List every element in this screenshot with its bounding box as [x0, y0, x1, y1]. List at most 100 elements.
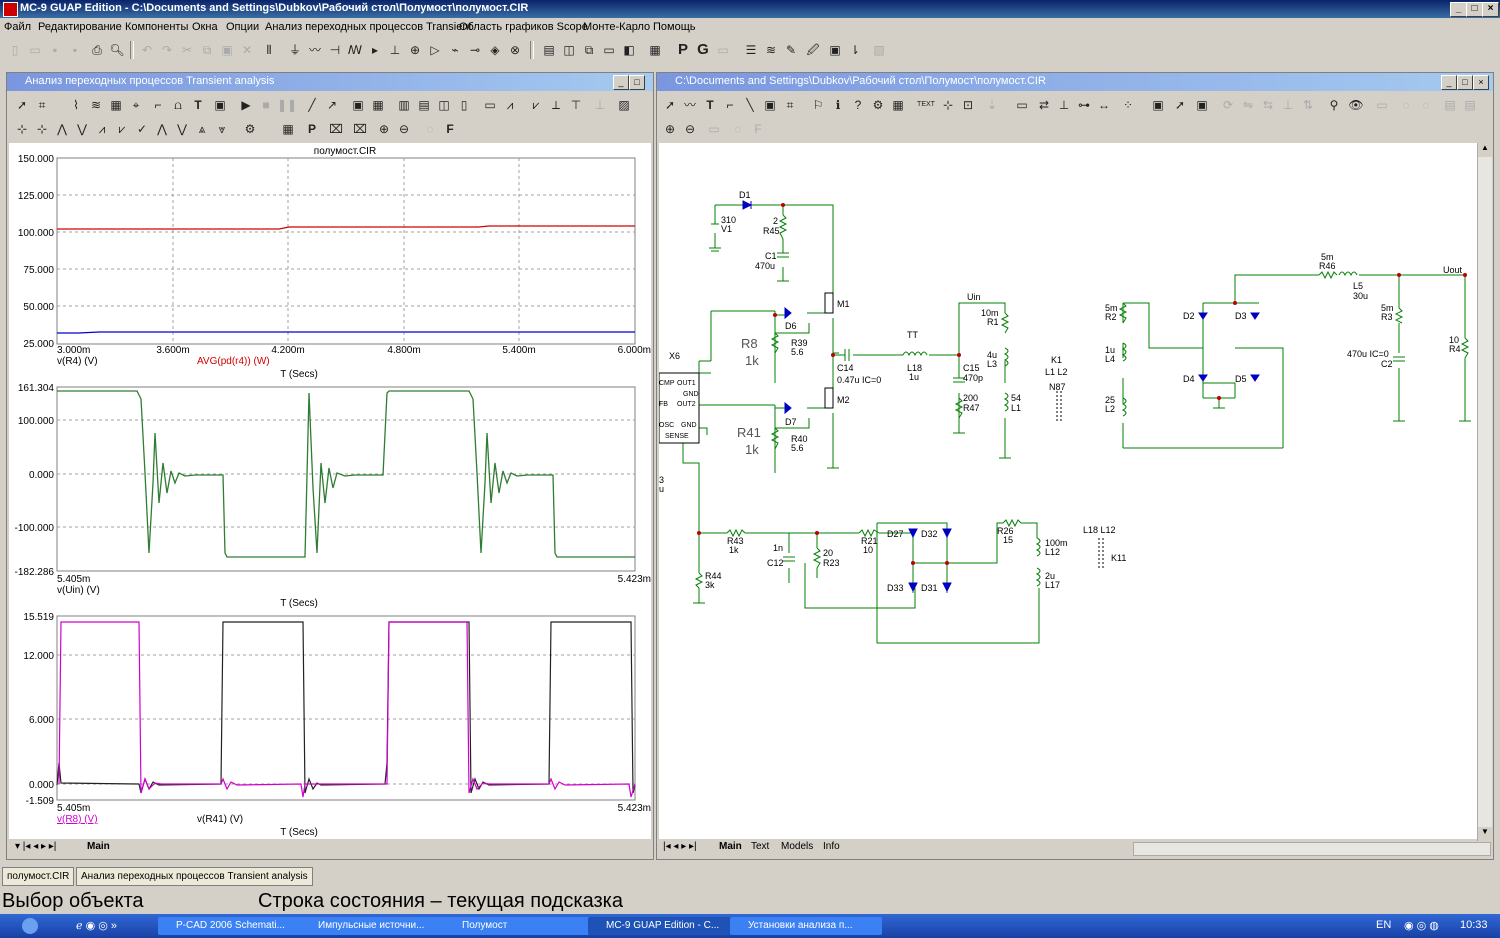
schematic-canvas[interactable]: D1 310 V1 2 R45 C1 470u M1 M2 D6 D7 R8 1…: [659, 143, 1477, 839]
window2-icon[interactable]: ◧: [623, 43, 635, 57]
tab-main[interactable]: Main: [87, 841, 110, 852]
wave-icon[interactable]: ≋: [90, 98, 102, 112]
zoom-out-icon[interactable]: ⊖: [398, 122, 410, 136]
tray-icons[interactable]: ◉ ◎ ◍: [1404, 920, 1439, 932]
menu-windows[interactable]: Окна: [192, 21, 218, 33]
gear-icon[interactable]: ⚙: [244, 122, 256, 136]
shape-icon[interactable]: ⌗: [786, 98, 794, 112]
disabled-icon[interactable]: ▨: [873, 43, 885, 57]
schematic-tab-info[interactable]: Info: [823, 841, 840, 852]
menu-file[interactable]: Файл: [4, 21, 32, 33]
text-box-icon[interactable]: TEXT: [917, 101, 935, 108]
g-icon[interactable]: G: [697, 41, 709, 58]
ammeter-icon[interactable]: ⊗: [509, 43, 521, 57]
scroll-down-icon[interactable]: ▼: [1478, 827, 1492, 841]
text-tool-icon[interactable]: T: [194, 98, 202, 112]
image-icon[interactable]: ▣: [829, 43, 841, 57]
select-icon[interactable]: ➚: [16, 98, 28, 112]
transistor-icon[interactable]: ⊸: [469, 43, 481, 57]
schematic-horizontal-scrollbar[interactable]: [1133, 842, 1491, 856]
p-tag-icon[interactable]: P: [307, 122, 316, 136]
vertical-text-icon[interactable]: ⇂: [849, 43, 861, 57]
text-icon[interactable]: ☰: [745, 43, 757, 57]
diagonal-wire-icon[interactable]: ╲: [746, 98, 754, 112]
pause-icon[interactable]: ❚❚: [277, 98, 298, 112]
global-high-icon[interactable]: ⋀: [157, 122, 167, 136]
switch-icon[interactable]: ⌁: [451, 43, 459, 57]
task-impulse[interactable]: Импульсные источни...: [300, 917, 452, 935]
camera-icon[interactable]: ▣: [1196, 98, 1208, 112]
table-icon[interactable]: ▦: [372, 98, 384, 112]
inductor-icon[interactable]: ꟿ: [347, 43, 363, 57]
resistor-icon[interactable]: 〰: [308, 43, 321, 57]
tab-nav-arrows[interactable]: ▾ |◂ ◂ ▸ ▸|: [15, 841, 57, 852]
globe-icon[interactable]: ◌: [1402, 98, 1410, 112]
globe2-icon[interactable]: ◌: [1422, 98, 1430, 112]
maximize-button[interactable]: □: [1466, 2, 1483, 17]
diode-icon[interactable]: ▸: [371, 43, 379, 57]
task-pcad[interactable]: P-CAD 2006 Schemati...: [158, 917, 306, 935]
frame-icon[interactable]: ▣: [1152, 98, 1164, 112]
new-icon[interactable]: ▯: [11, 43, 19, 57]
on-icon[interactable]: ⊶: [1078, 98, 1090, 112]
swap-icon[interactable]: ⇄: [1038, 98, 1050, 112]
cascade-icon[interactable]: ⧉: [584, 43, 594, 57]
menu-transient[interactable]: Анализ переходных процессов Transient: [265, 21, 472, 33]
component-icon[interactable]: 〰: [683, 98, 696, 112]
cursor-right-icon[interactable]: ⊹: [36, 122, 48, 136]
info-icon[interactable]: ℹ: [835, 98, 841, 112]
delete-icon[interactable]: ✕: [241, 43, 253, 57]
distribute-icon[interactable]: ⇅: [1302, 98, 1314, 112]
pin-icon[interactable]: ⊡: [962, 98, 974, 112]
menu-monte-carlo[interactable]: Монте-Карло: [583, 21, 651, 33]
zoom-reset-icon[interactable]: ◌: [426, 122, 434, 136]
paste-icon[interactable]: ▣: [221, 43, 233, 57]
save-all-icon[interactable]: ▪: [72, 43, 78, 57]
graphics-icon[interactable]: ▣: [764, 98, 776, 112]
tag-y-icon[interactable]: ⌧: [353, 122, 367, 136]
redo-icon[interactable]: ↷: [161, 43, 173, 57]
open-icon[interactable]: ▭: [29, 43, 41, 57]
battery-icon[interactable]: ⊥: [389, 43, 401, 57]
low-find-icon[interactable]: ⩗: [118, 122, 126, 136]
f-icon[interactable]: F: [446, 122, 454, 136]
valley-find-icon[interactable]: ⋁: [77, 122, 87, 136]
transient-minimize-button[interactable]: _: [613, 75, 629, 90]
bus-icon[interactable]: ⫴: [266, 43, 272, 57]
close-button[interactable]: ×: [1482, 2, 1499, 17]
line-icon[interactable]: ╱: [308, 98, 316, 112]
layout5-icon[interactable]: ▭: [484, 98, 496, 112]
cursor-left-icon[interactable]: ⊹: [16, 122, 28, 136]
mirror-icon[interactable]: ⇆: [1262, 98, 1274, 112]
copy-icon[interactable]: ⧉: [202, 43, 212, 57]
refresh-icon[interactable]: ◌: [734, 122, 742, 136]
window-icon[interactable]: ▭: [603, 43, 615, 57]
start-icon[interactable]: [22, 918, 38, 934]
layout4-icon[interactable]: ▯: [460, 98, 468, 112]
menu-help[interactable]: Помощь: [653, 21, 696, 33]
save-icon[interactable]: ▪: [52, 43, 58, 57]
top-icon[interactable]: ⩓: [198, 122, 206, 136]
schematic-tab-models[interactable]: Models: [781, 841, 814, 852]
node-icon[interactable]: ⊹: [942, 98, 954, 112]
layout3-icon[interactable]: ◫: [438, 98, 450, 112]
props-icon[interactable]: ⚙: [872, 98, 884, 112]
doc-tab-transient[interactable]: Анализ переходных процессов Transient an…: [76, 867, 313, 886]
npn-icon[interactable]: ◈: [490, 43, 500, 57]
language-indicator[interactable]: EN: [1376, 919, 1392, 931]
task-settings[interactable]: Установки анализа п...: [730, 917, 882, 935]
data-grid-icon[interactable]: ▦: [282, 122, 294, 136]
axis-icon[interactable]: ⌐: [154, 98, 162, 112]
schematic-tab-nav-arrows[interactable]: |◂ ◂ ▸ ▸|: [663, 841, 697, 852]
slope-icon[interactable]: ⩗: [532, 98, 540, 112]
find-icon[interactable]: ⚲: [1329, 98, 1339, 112]
peak-icon[interactable]: ⩘: [506, 98, 514, 112]
layer-icon[interactable]: ▤: [1444, 98, 1456, 112]
cut-icon[interactable]: ✂: [181, 43, 193, 57]
note-icon[interactable]: ▭: [1376, 98, 1388, 112]
menu-scope[interactable]: Область графиков Scope: [459, 21, 588, 33]
schematic-close-button[interactable]: ×: [1473, 75, 1489, 90]
tile-horizontal-icon[interactable]: ▤: [543, 43, 555, 57]
zoom-in-icon[interactable]: ⊕: [378, 122, 390, 136]
menu-components[interactable]: Компоненты: [125, 21, 189, 33]
